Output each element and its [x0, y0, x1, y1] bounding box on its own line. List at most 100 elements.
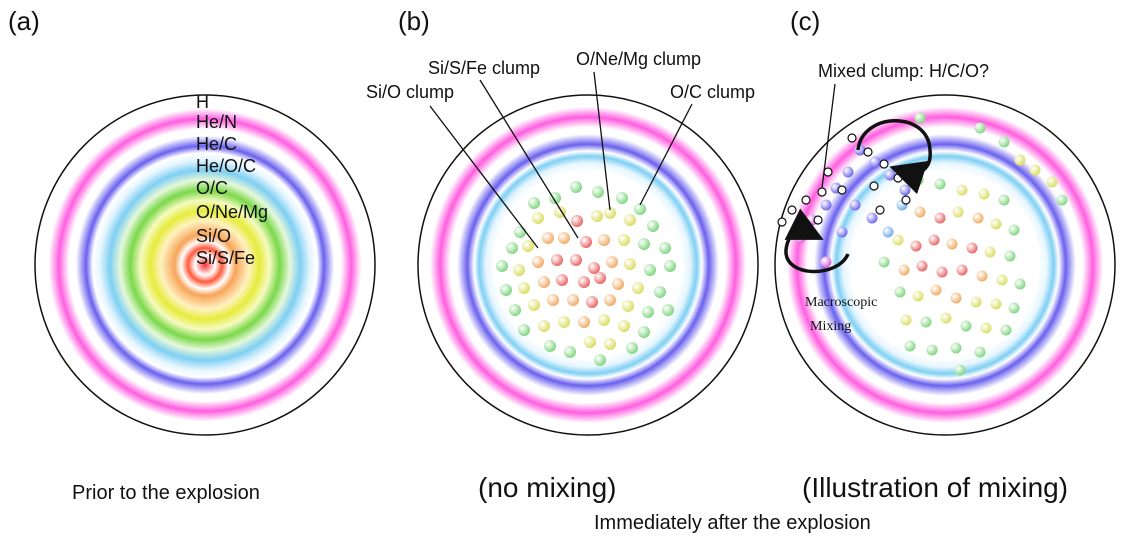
clump-ball — [496, 260, 508, 272]
mixed-clump-marker — [787, 205, 797, 215]
clump-ball — [584, 336, 596, 348]
mixed-clump-marker — [837, 185, 847, 195]
clump-ball — [940, 312, 952, 324]
clump-ball — [976, 270, 988, 282]
clump-ball — [578, 276, 590, 288]
mixed-clump-marker — [893, 173, 903, 183]
clump-ball — [624, 258, 636, 270]
panel-c: (c) Mixed clump: H/C/O? Macroscopic Mixi… — [774, 6, 1116, 503]
clump-ball — [556, 274, 568, 286]
footer-caption: Immediately after the explosion — [594, 512, 871, 534]
layer-label: He/N — [196, 112, 237, 132]
clump-ball — [664, 260, 676, 272]
clump-ball — [956, 264, 968, 276]
panel-c-tag: (c) — [790, 6, 820, 36]
clump-ball — [634, 203, 646, 215]
layer-label: Si/S/Fe — [196, 248, 255, 268]
layer-label: O/C — [196, 178, 228, 198]
clump-ball — [1056, 194, 1068, 206]
clump-ball — [604, 294, 616, 306]
clump-ball — [849, 199, 861, 211]
caption-a: Prior to the explosion — [72, 482, 260, 504]
clump-ball — [638, 326, 650, 338]
label-si-s-fe-clump: Si/S/Fe clump — [428, 58, 540, 78]
clump-ball — [950, 292, 962, 304]
mixed-clump-marker — [823, 167, 833, 177]
clump-ball — [622, 300, 634, 312]
clump-ball — [984, 246, 996, 258]
layer-label: H — [196, 92, 209, 112]
clump-ball — [591, 210, 603, 222]
pointer-si-o — [429, 105, 539, 249]
panel-a: (a) H He/N He/C He/O/C O/C O/Ne/Mg Si/O … — [8, 6, 376, 504]
clump-ball — [518, 324, 530, 336]
clumps-b — [496, 181, 676, 366]
clump-ball — [866, 212, 878, 224]
clump-ball — [578, 316, 590, 328]
clump-ball — [642, 306, 654, 318]
label-si-o-clump: Si/O clump — [366, 82, 454, 102]
clump-ball — [659, 242, 671, 254]
clump-ball — [604, 207, 616, 219]
clump-ball — [930, 284, 942, 296]
mixed-clump-marker — [817, 187, 827, 197]
clump-ball — [954, 364, 966, 376]
panel-b-tag: (b) — [398, 6, 430, 36]
clump-ball — [920, 316, 932, 328]
label-mixed-clump: Mixed clump: H/C/O? — [818, 61, 989, 81]
clump-ball — [904, 340, 916, 352]
clump-ball — [974, 122, 986, 134]
layer-labels: H He/N He/C He/O/C O/C O/Ne/Mg Si/O Si/S… — [196, 92, 268, 268]
clump-ball — [618, 234, 630, 246]
clump-ball — [532, 256, 544, 268]
clump-ball — [632, 282, 644, 294]
clump-ball — [912, 290, 924, 302]
clump-ball — [506, 242, 518, 254]
clump-ball — [1000, 324, 1012, 336]
pointer-o-c — [639, 103, 693, 206]
clump-ball — [952, 206, 964, 218]
star-shells-b — [417, 94, 759, 436]
mixed-clump-marker — [847, 133, 857, 143]
mixed-clump-marker — [879, 159, 889, 169]
clump-ball — [594, 354, 606, 366]
clump-ball — [928, 234, 940, 246]
clump-ball — [1046, 176, 1058, 188]
clump-ball — [842, 166, 854, 178]
clump-ball — [978, 188, 990, 200]
clump-ball — [567, 294, 579, 306]
clump-ball — [592, 186, 604, 198]
pointer-mixed-clump — [821, 83, 836, 189]
clump-ball — [564, 346, 576, 358]
clump-ball — [946, 238, 958, 250]
mixed-clump-marker — [869, 181, 879, 191]
pointer-si-s-fe — [479, 79, 579, 239]
clump-ball — [528, 299, 540, 311]
clump-ball — [551, 254, 563, 266]
layer-label: O/Ne/Mg — [196, 202, 268, 222]
star-shells-c — [774, 94, 1116, 436]
clump-ball — [1029, 164, 1041, 176]
clump-ball — [644, 264, 656, 276]
clump-ball — [892, 234, 904, 246]
clump-ball — [914, 206, 926, 218]
clump-ball — [598, 314, 610, 326]
caption-b: (no mixing) — [478, 472, 616, 503]
clump-ball — [956, 184, 968, 196]
label-macroscopic: Macroscopic — [805, 295, 877, 310]
label-mixing: Mixing — [810, 319, 851, 334]
clump-ball — [509, 304, 521, 316]
clump-ball — [794, 232, 806, 244]
clump-ball — [1004, 250, 1016, 262]
clump-ball — [934, 212, 946, 224]
clump-ball — [894, 286, 906, 298]
label-o-c-clump: O/C clump — [670, 82, 755, 102]
clump-ball — [638, 238, 650, 250]
clump-ball — [588, 262, 600, 274]
mixed-clump-marker — [813, 215, 823, 225]
clump-ball — [820, 199, 832, 211]
clump-ball — [996, 274, 1008, 286]
clump-ball — [598, 234, 610, 246]
clump-ball — [604, 338, 616, 350]
clump-ball — [910, 240, 922, 252]
